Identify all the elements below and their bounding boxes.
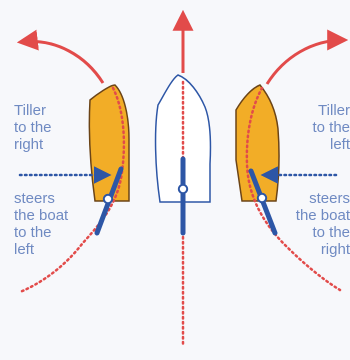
left-turn-arrow [21,41,103,83]
left-tiller-label: Tiller to the right [14,102,52,153]
left-pivot-circle [104,195,112,203]
right-pivot-circle [258,194,266,202]
right-tiller-line-2: to the [312,119,350,136]
left-tiller-line-2: to the [14,119,52,136]
center-pivot-circle [179,185,187,193]
right-tiller-line-3: left [312,136,350,153]
right-tiller-line-1: Tiller [312,102,350,119]
left-steers-line-1: steers [14,190,68,207]
left-tiller-line-3: right [14,136,52,153]
right-steers-label: steers the boat to the right [296,190,350,258]
left-steers-line-2: the boat [14,207,68,224]
left-steers-label: steers the boat to the left [14,190,68,258]
right-turn-arrow [267,40,344,84]
left-steers-line-3: to the [14,224,68,241]
left-tiller-line-1: Tiller [14,102,52,119]
right-tiller-label: Tiller to the left [312,102,350,153]
right-steers-line-2: the boat [296,207,350,224]
right-steers-line-1: steers [296,190,350,207]
right-steers-line-3: to the [296,224,350,241]
right-steers-line-4: right [296,241,350,258]
left-steers-line-4: left [14,241,68,258]
